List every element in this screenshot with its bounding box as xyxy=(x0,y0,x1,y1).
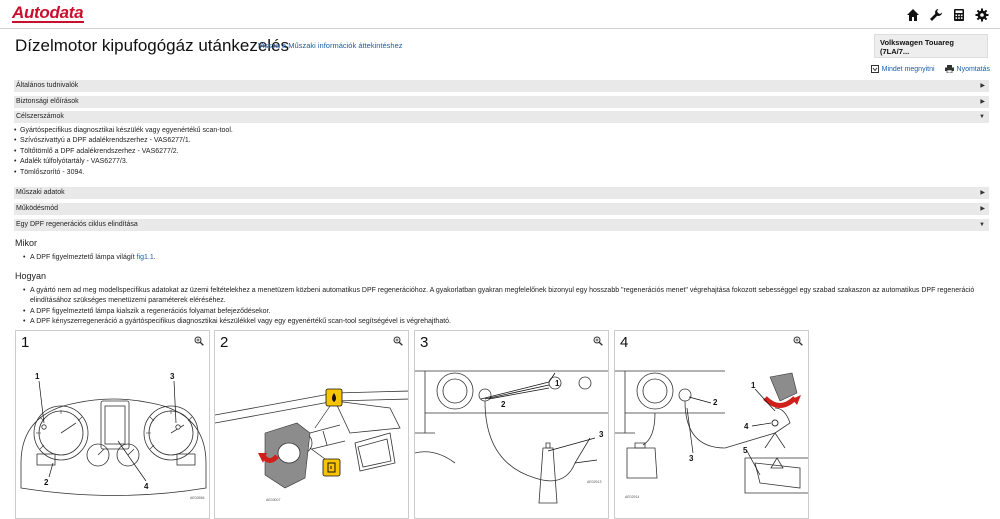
callout-label: 5 xyxy=(743,446,748,455)
callout-label: 2 xyxy=(44,478,49,487)
list-item: Gyártóspecifikus diagnosztikai készülék … xyxy=(14,126,233,137)
vehicle-model: (7LA/7... xyxy=(880,47,910,56)
figure-code: AE02913 xyxy=(587,480,601,484)
chevron-down-icon: ▼ xyxy=(979,222,985,228)
callout-label: 3 xyxy=(170,372,175,381)
callout-label: 4 xyxy=(144,482,149,491)
suction-pump-illustration: 1 2 3 AE02913 xyxy=(415,370,608,504)
tools-list: Gyártóspecifikus diagnosztikai készülék … xyxy=(14,126,233,179)
logo-underline xyxy=(12,21,84,23)
list-item: A DPF figyelmeztető lámpa kialszik a reg… xyxy=(23,307,985,318)
home-icon[interactable] xyxy=(904,6,921,23)
zoom-icon[interactable] xyxy=(194,336,204,346)
zoom-icon[interactable] xyxy=(793,336,803,346)
section-operation[interactable]: Működésmód ▶ xyxy=(14,203,989,215)
section-general[interactable]: Általános tudnivalók ▶ xyxy=(14,80,989,92)
figure-4[interactable]: 4 1 xyxy=(614,330,809,519)
how-list: A gyártó nem ad meg modellspecifikus ada… xyxy=(23,286,985,328)
callout-label: 3 xyxy=(599,430,604,439)
section-dpf-regen[interactable]: Egy DPF regenerációs ciklus elindítása ▼ xyxy=(14,219,989,231)
section-tools[interactable]: Célszerszámok ▼ xyxy=(14,111,989,123)
chevron-down-icon: ▼ xyxy=(979,114,985,120)
when-list: A DPF figyelmeztető lámpa világít fig1.1… xyxy=(23,253,985,264)
figure-code: AE02914 xyxy=(625,495,639,499)
autodata-logo[interactable]: Autodata xyxy=(12,3,84,22)
list-item: A DPF figyelmeztető lámpa világít fig1.1… xyxy=(23,253,985,264)
list-item: Szívószivattyú a DPF adalékrendszerhez -… xyxy=(14,136,233,147)
list-item: A gyártó nem ad meg modellspecifikus ada… xyxy=(23,286,985,307)
section-safety[interactable]: Biztonsági előírások ▶ xyxy=(14,96,989,108)
chevron-right-icon: ▶ xyxy=(980,206,985,212)
zoom-icon[interactable] xyxy=(593,336,603,346)
figure-number: 3 xyxy=(420,334,429,351)
section-tech-data[interactable]: Műszaki adatok ▶ xyxy=(14,187,989,199)
wrench-icon[interactable] xyxy=(927,6,944,23)
callout-label: 4 xyxy=(744,422,749,431)
chevron-right-icon: ▶ xyxy=(980,190,985,196)
fig-link[interactable]: fig1.1 xyxy=(136,254,154,261)
figure-number: 2 xyxy=(220,334,229,351)
page-title: Dízelmotor kipufogógáz utánkezelés xyxy=(15,36,290,55)
figure-2[interactable]: 2 AE03007 xyxy=(214,330,409,519)
chevron-right-icon: ▶ xyxy=(980,99,985,105)
vehicle-info: Volkswagen Touareg (7LA/7... xyxy=(874,34,988,58)
list-item: Tömlőszorító - 3094. xyxy=(14,168,233,179)
filler-cap-illustration: AE03007 xyxy=(215,388,408,502)
list-item: Töltőtömlő a DPF adalékrendszerhez - VAS… xyxy=(14,147,233,158)
callout-label: 1 xyxy=(555,379,560,388)
dashboard-illustration: 1 2 3 4 AE02656 xyxy=(20,372,207,500)
printer-icon xyxy=(944,65,954,73)
zoom-icon[interactable] xyxy=(393,336,403,346)
figure-code: AE02656 xyxy=(190,496,204,500)
callout-label: 2 xyxy=(501,400,506,409)
list-item: A DPF kényszerregeneráció a gyártóspecif… xyxy=(23,317,985,328)
calculator-icon[interactable] xyxy=(950,6,967,23)
list-item: Adalék túlfolyótartály - VAS6277/3. xyxy=(14,157,233,168)
action-links: Mindet megnyitni Nyomtatás xyxy=(870,65,990,73)
figure-number: 4 xyxy=(620,334,629,351)
when-heading: Mikor xyxy=(15,238,37,248)
filling-hose-illustration: 1 2 3 4 5 AE02914 xyxy=(615,370,808,499)
callout-label: 1 xyxy=(751,381,756,390)
figure-code: AE03007 xyxy=(266,498,280,502)
figure-3[interactable]: 3 1 2 3 A xyxy=(414,330,609,519)
top-icons xyxy=(904,6,990,23)
figure-number: 1 xyxy=(21,334,30,351)
vehicle-name: Volkswagen Touareg xyxy=(880,38,954,47)
callout-label: 3 xyxy=(689,454,694,463)
expand-icon xyxy=(870,65,879,73)
back-link[interactable]: Vissza a Műszaki információk áttekintésh… xyxy=(258,41,403,50)
callout-label: 1 xyxy=(35,372,40,381)
settings-icon[interactable] xyxy=(973,6,990,23)
figure-1[interactable]: 1 xyxy=(15,330,210,519)
callout-label: 2 xyxy=(713,398,718,407)
print-link[interactable]: Nyomtatás xyxy=(944,65,990,73)
chevron-right-icon: ▶ xyxy=(980,83,985,89)
how-heading: Hogyan xyxy=(15,271,47,281)
show-all-link[interactable]: Mindet megnyitni xyxy=(870,65,935,73)
top-bar: Autodata xyxy=(0,0,1000,29)
